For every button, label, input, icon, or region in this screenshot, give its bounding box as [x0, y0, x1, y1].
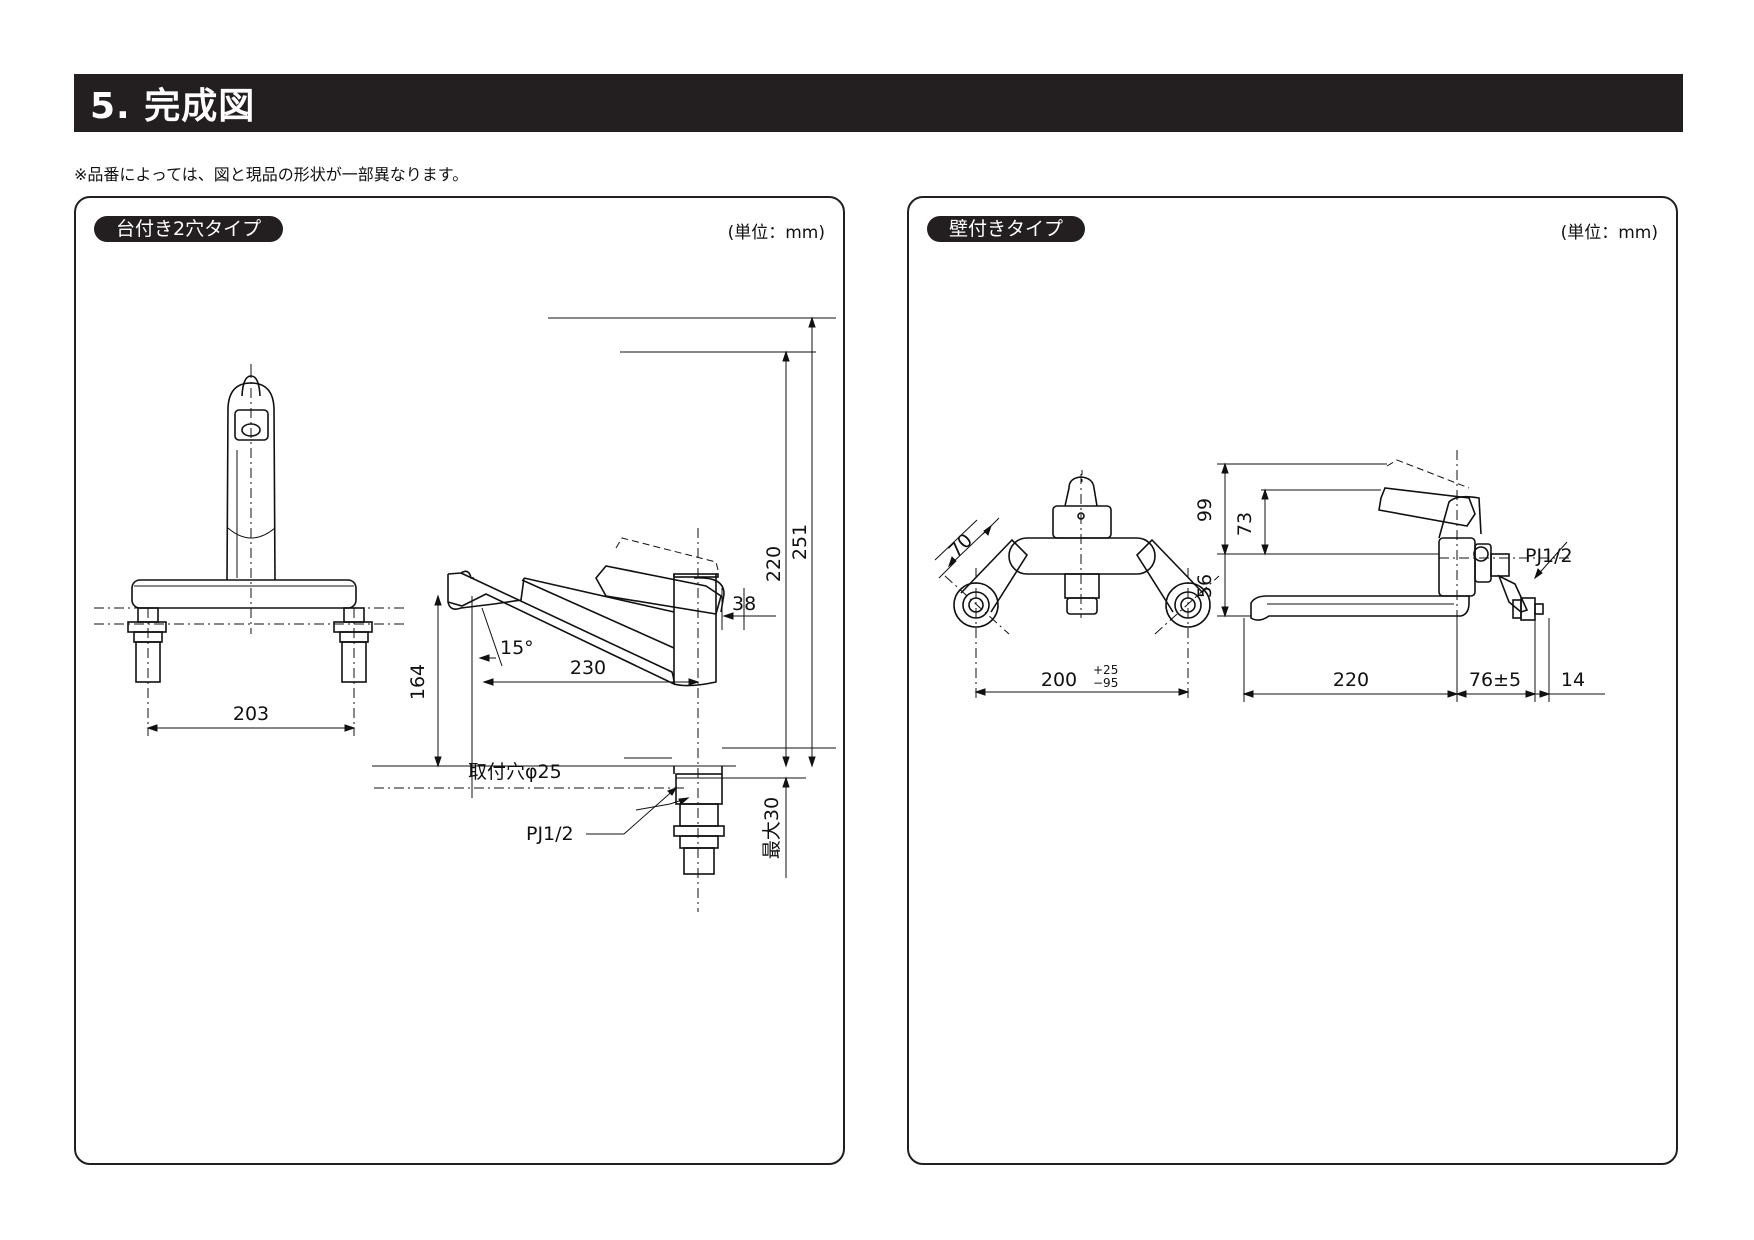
dim-spout-angle: 15° [500, 637, 534, 659]
dim-reach: 230 [570, 657, 606, 679]
deck-mount-drawing: 203 164 15° 230 38 220 251 取付穴φ25 PJ1/2 … [94, 316, 836, 912]
wall-front-view [953, 470, 1211, 628]
dim-connector: PJ1/2 [526, 823, 574, 845]
dim-total-height: 251 [789, 524, 811, 560]
dim-reach: 220 [1333, 669, 1369, 691]
dim-offset: 38 [732, 593, 756, 615]
wall-front-dimensions [934, 517, 1190, 696]
disclaimer-note: ※品番によっては、図と現品の形状が一部異なります。 [74, 165, 469, 184]
front-view-faucet [127, 364, 373, 683]
dim-connector: PJ1/2 [1525, 545, 1573, 567]
unit-label: (単位：mm) [1560, 223, 1658, 243]
dim-base-span: 203 [233, 703, 269, 725]
wall-mount-type-tag: 壁付きタイプ [927, 216, 1086, 242]
dim-body-height: 220 [763, 546, 785, 582]
wall-side-dimensions [1221, 462, 1605, 698]
side-view-faucet [447, 537, 725, 875]
deck-mount-type-tag: 台付き2穴タイプ [94, 216, 284, 242]
dim-mount-hole: 取付穴φ25 [468, 761, 562, 783]
unit-label: (単位：mm) [727, 223, 825, 243]
dim-wall-offset: 76±5 [1469, 669, 1521, 691]
wall-side-view [1250, 459, 1544, 621]
dim-center-tol-plus: +25 [1093, 663, 1118, 677]
side-view-dimensions [434, 316, 816, 878]
dim-center-tol-minus: −95 [1093, 676, 1118, 690]
dim-flange: 14 [1561, 669, 1585, 691]
dim-center-span: 200 [1041, 669, 1077, 691]
front-view-centerlines [94, 368, 406, 736]
dim-height-lever: 73 [1234, 512, 1256, 536]
wall-mount-panel: 壁付きタイプ (単位：mm) [907, 196, 1678, 1165]
dim-height-total: 99 [1194, 498, 1216, 522]
dim-arm-length: 70 [944, 529, 977, 562]
dim-spout-height: 164 [407, 664, 429, 700]
dim-height-spout: 56 [1194, 574, 1216, 598]
deck-mount-panel: 台付き2穴タイプ (単位：mm) [74, 196, 845, 1165]
dim-max-thickness: 最大30 [761, 797, 783, 859]
section-title-bar: 5. 完成図 [74, 74, 1683, 132]
wall-mount-drawing: 70 200 +25 −95 99 73 56 220 76±5 14 PJ1/… [934, 450, 1605, 702]
wall-front-centerlines [944, 474, 1220, 698]
front-view-dimension [146, 724, 356, 732]
wall-side-extension-lines [1217, 450, 1569, 702]
side-view-extension-lines [372, 317, 836, 912]
section-title: 5. 完成図 [90, 86, 256, 127]
